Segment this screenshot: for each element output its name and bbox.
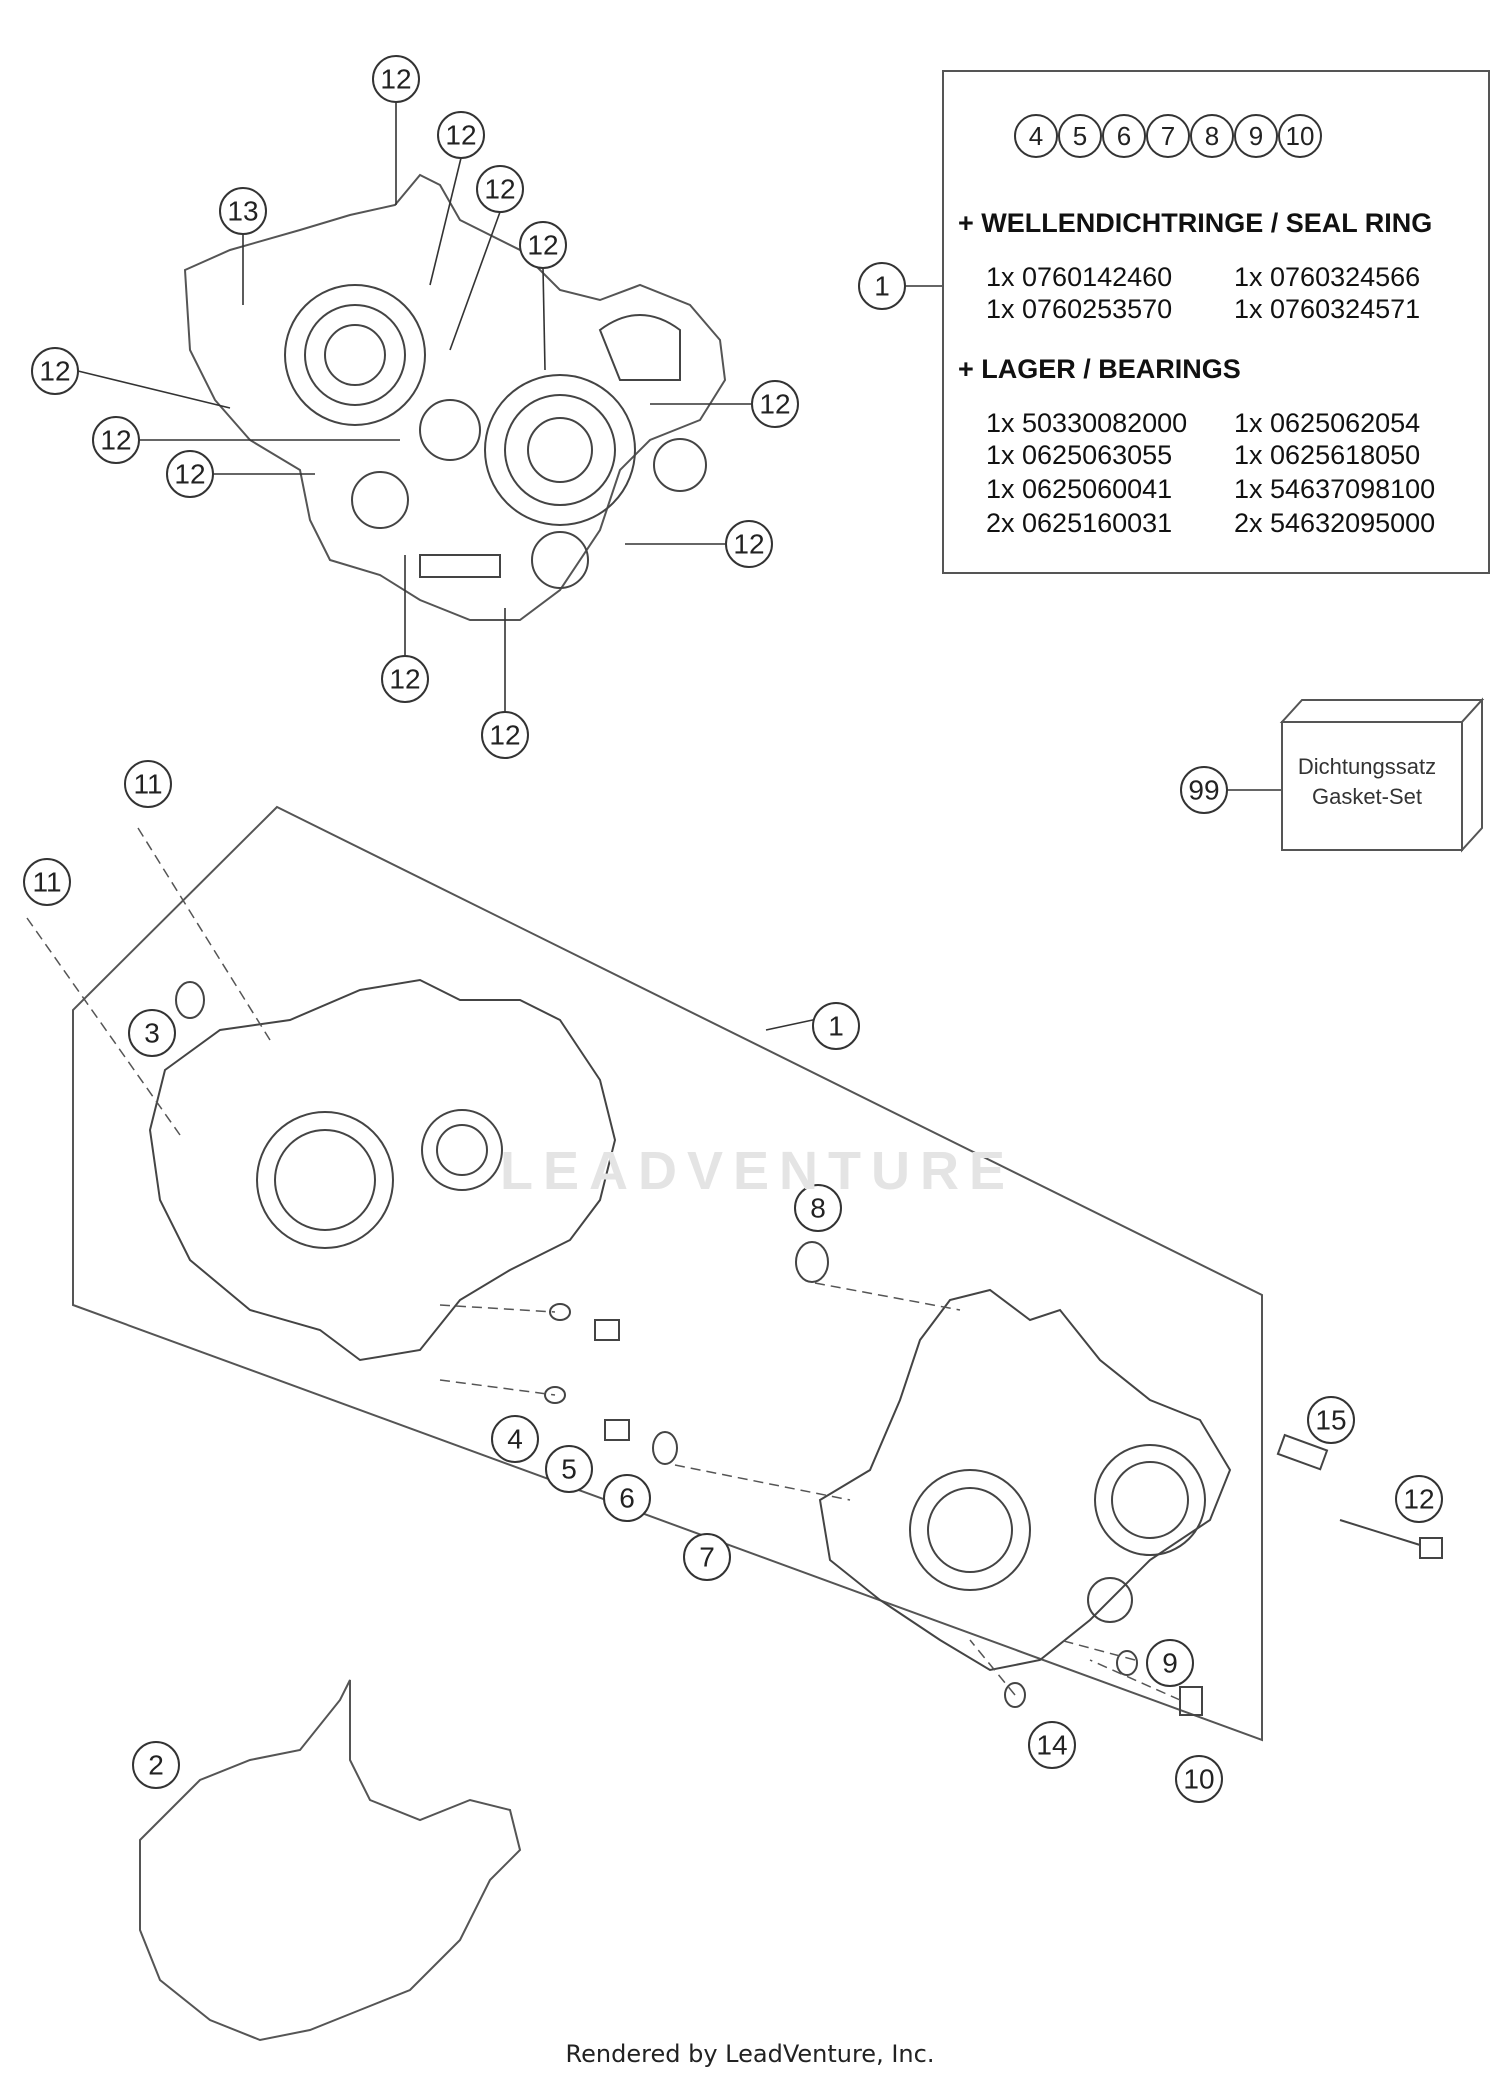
svg-text:15: 15 (1315, 1405, 1346, 1436)
bearing-part-number: 2x 0625160031 (986, 508, 1173, 538)
callout-12-top-c: 12 (476, 165, 524, 213)
callout-12-left-c: 12 (166, 450, 214, 498)
callout-10: 10 (1175, 1755, 1223, 1803)
bearings-heading: + LAGER / BEARINGS (958, 354, 1241, 384)
svg-text:12: 12 (489, 720, 520, 751)
callout-12-left-b: 12 (92, 416, 140, 464)
callout-5: 5 (545, 1445, 593, 1493)
callout-7: 7 (683, 1533, 731, 1581)
svg-text:12: 12 (759, 389, 790, 420)
callout-12-top-d: 12 (519, 221, 567, 269)
callouts: 12 12 12 12 13 12 12 12 12 12 12 12 1 99… (23, 55, 1443, 1803)
callout-14: 14 (1028, 1721, 1076, 1769)
callout-1-box: 1 (858, 262, 906, 310)
callout-12-right-b: 12 (725, 520, 773, 568)
gasket-label-en: Gasket-Set (1311, 784, 1423, 809)
svg-text:14: 14 (1036, 1730, 1067, 1761)
bearing-part-number: 1x 54637098100 (1234, 474, 1436, 504)
callout-15: 15 (1307, 1396, 1355, 1444)
exploded-view-frame (72, 805, 1263, 1742)
callout-12-right-a: 12 (751, 380, 799, 428)
svg-text:13: 13 (227, 196, 258, 227)
callout-12-side: 12 (1395, 1475, 1443, 1523)
top-leader-lines (77, 102, 1282, 791)
svg-text:11: 11 (133, 769, 162, 800)
bearing-part-number: 1x 0625060041 (986, 474, 1173, 504)
svg-text:1: 1 (874, 271, 890, 302)
seal-part-number: 1x 0760324566 (1234, 262, 1421, 292)
footer-credit: Rendered by LeadVenture, Inc. (565, 2040, 935, 2068)
circled-item: 4 (1014, 114, 1058, 158)
callout-4: 4 (491, 1415, 539, 1463)
svg-text:1: 1 (828, 1011, 844, 1042)
callout-3: 3 (128, 1009, 176, 1057)
parts-info-box: 4 5 6 7 8 9 10 + WELLENDICHTRINGE / SEAL… (942, 70, 1490, 574)
svg-text:7: 7 (699, 1542, 715, 1573)
svg-text:4: 4 (507, 1424, 523, 1455)
gasket-set-box (1279, 697, 1485, 853)
seal-part-number: 1x 0760253570 (986, 294, 1173, 324)
callout-2: 2 (132, 1741, 180, 1789)
svg-text:99: 99 (1188, 775, 1219, 806)
svg-text:6: 6 (619, 1483, 635, 1514)
exploded-leader-lines (26, 827, 1181, 1701)
seal-ring-heading: + WELLENDICHTRINGE / SEAL RING (958, 208, 1433, 238)
callout-1: 1 (812, 1002, 860, 1050)
callout-99: 99 (1180, 766, 1228, 814)
gasket-label-de: Dichtungssatz (1297, 754, 1437, 779)
bearing-part-number: 1x 0625618050 (1234, 440, 1421, 470)
seal-part-number: 1x 0760142460 (986, 262, 1173, 292)
callout-12-bottom-b: 12 (481, 711, 529, 759)
svg-text:12: 12 (1403, 1484, 1434, 1515)
svg-text:12: 12 (389, 664, 420, 695)
svg-text:9: 9 (1162, 1648, 1178, 1679)
svg-text:2: 2 (148, 1750, 164, 1781)
circled-item: 10 (1278, 114, 1322, 158)
svg-text:12: 12 (174, 459, 205, 490)
bearing-part-number: 2x 54632095000 (1234, 508, 1436, 538)
watermark: LEADVENTURE (500, 1141, 1016, 1201)
svg-text:12: 12 (733, 529, 764, 560)
svg-text:12: 12 (39, 356, 70, 387)
right-crankcase-half (818, 1288, 1232, 1672)
callout-12-top-b: 12 (437, 111, 485, 159)
circled-item: 6 (1102, 114, 1146, 158)
svg-text:12: 12 (100, 425, 131, 456)
callout-8: 8 (794, 1184, 842, 1232)
svg-text:8: 8 (810, 1193, 826, 1224)
svg-text:12: 12 (484, 174, 515, 205)
svg-text:11: 11 (32, 867, 61, 898)
bearing-part-number: 1x 50330082000 (986, 408, 1188, 438)
circled-item: 9 (1234, 114, 1278, 158)
top-crankcase-view (183, 173, 727, 621)
bearing-part-number: 1x 0625062054 (1234, 408, 1421, 438)
gasket-outline (139, 1679, 522, 2042)
callout-12-left-a: 12 (31, 347, 79, 395)
callout-11-b: 11 (23, 858, 71, 906)
small-parts (175, 981, 1443, 1716)
callout-12-top-a: 12 (372, 55, 420, 103)
circled-item: 8 (1190, 114, 1234, 158)
svg-text:12: 12 (445, 120, 476, 151)
bearing-part-number: 1x 0625063055 (986, 440, 1173, 470)
circled-item: 7 (1146, 114, 1190, 158)
callout-13: 13 (219, 187, 267, 235)
svg-text:12: 12 (527, 230, 558, 261)
callout-12-bottom-a: 12 (381, 655, 429, 703)
callout-6: 6 (603, 1474, 651, 1522)
circled-item: 5 (1058, 114, 1102, 158)
callout-11-a: 11 (124, 760, 172, 808)
svg-text:5: 5 (561, 1454, 577, 1485)
gasket-set-label: Dichtungssatz Gasket-Set (1282, 752, 1452, 812)
seal-part-number: 1x 0760324571 (1234, 294, 1421, 324)
svg-text:3: 3 (144, 1018, 160, 1049)
svg-text:12: 12 (380, 64, 411, 95)
callout-9: 9 (1146, 1639, 1194, 1687)
left-crankcase-half (148, 978, 617, 1362)
svg-text:10: 10 (1183, 1764, 1214, 1795)
